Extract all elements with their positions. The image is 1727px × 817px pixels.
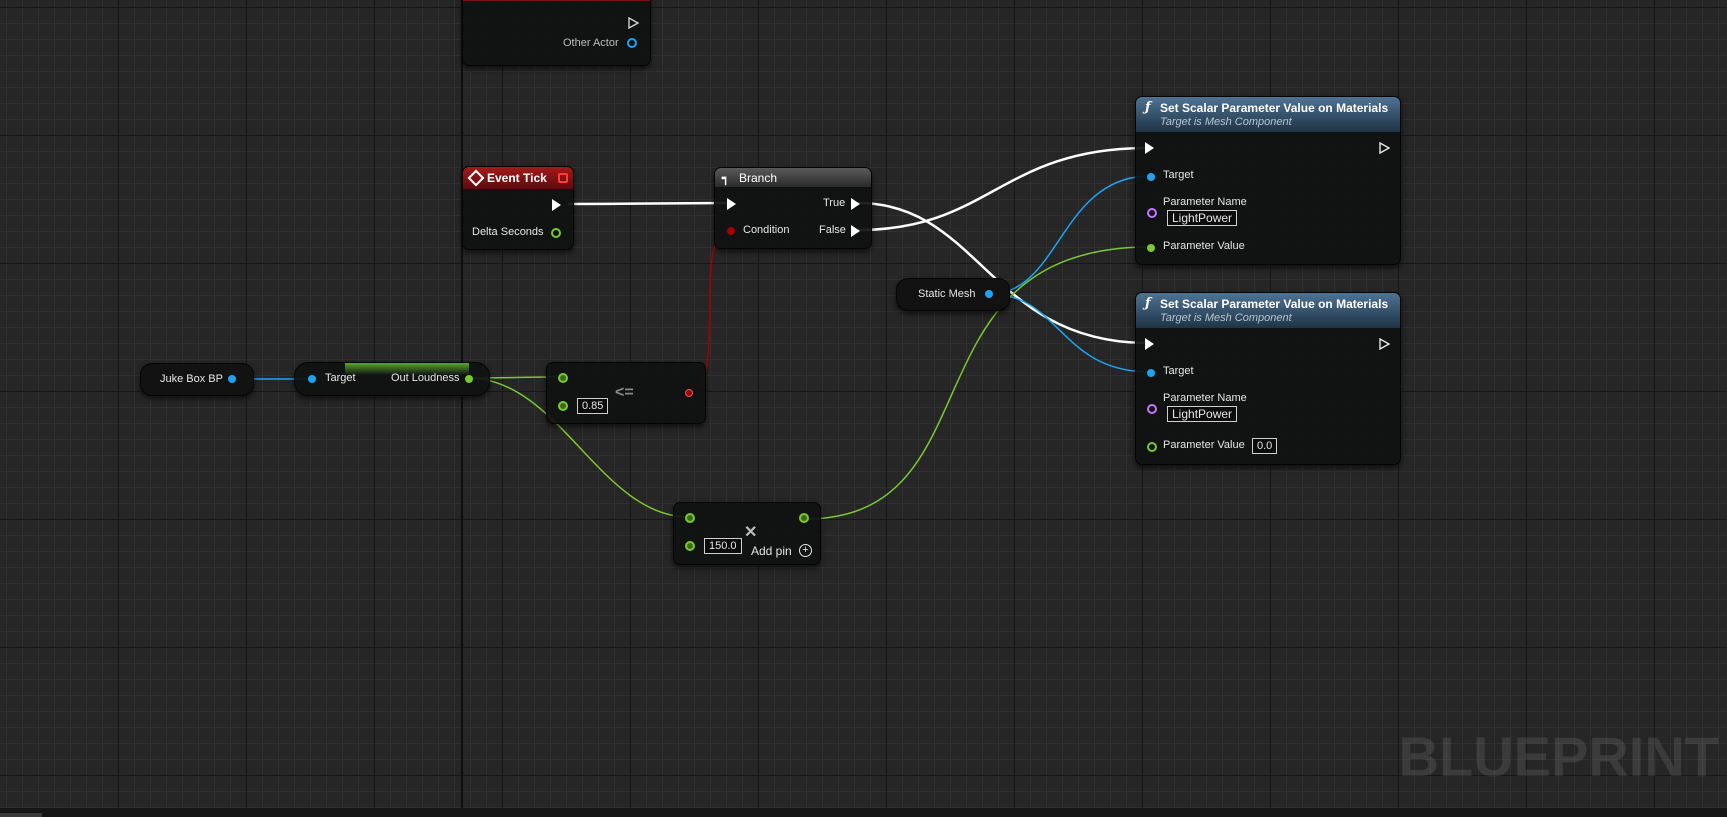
pin-target[interactable] bbox=[308, 375, 316, 383]
pin-compare-out[interactable] bbox=[685, 389, 693, 397]
pin-label-other-actor: Other Actor bbox=[563, 37, 619, 49]
static-mesh-label: Static Mesh bbox=[918, 288, 976, 300]
pin-label-parameter-name: Parameter Name bbox=[1163, 392, 1247, 404]
multiply-node[interactable]: 150.0 ✕ Add pin + bbox=[673, 502, 821, 565]
pin-label-condition: Condition bbox=[743, 224, 790, 236]
pin-label-delta-seconds: Delta Seconds bbox=[472, 226, 544, 238]
pin-compare-b[interactable] bbox=[558, 401, 568, 411]
out-loudness-node[interactable]: Target Out Loudness bbox=[294, 362, 490, 396]
exec-out-icon[interactable] bbox=[628, 17, 639, 29]
event-delegate-icon[interactable] bbox=[558, 173, 568, 183]
partial-overlap-node[interactable]: Other Actor bbox=[462, 0, 651, 66]
exec-wire-tick-branch bbox=[567, 201, 729, 206]
set-scalar-1-subtitle: Target is Mesh Component bbox=[1160, 116, 1292, 128]
branch-header: ┑ Branch bbox=[715, 168, 871, 187]
pin-label-target: Target bbox=[1163, 169, 1194, 181]
static-mesh-getter[interactable]: Static Mesh bbox=[896, 278, 1010, 311]
parameter-value-input[interactable]: 0.0 bbox=[1252, 438, 1278, 454]
pin-target[interactable] bbox=[1147, 369, 1155, 377]
pin-target[interactable] bbox=[1147, 173, 1155, 181]
exec-out-icon[interactable] bbox=[1379, 142, 1390, 154]
pin-multiply-a[interactable] bbox=[685, 513, 695, 523]
multiply-b-value[interactable]: 150.0 bbox=[704, 538, 742, 554]
pin-parameter-value[interactable] bbox=[1147, 244, 1155, 252]
pin-static-mesh-out[interactable] bbox=[985, 290, 993, 298]
pin-juke-box-out[interactable] bbox=[228, 375, 236, 383]
pin-label-parameter-value: Parameter Value bbox=[1163, 439, 1245, 451]
add-pin-label[interactable]: Add pin bbox=[751, 544, 792, 558]
pin-compare-a[interactable] bbox=[558, 373, 568, 383]
graph-scrollbar-thumb[interactable] bbox=[0, 813, 42, 817]
branch-title: Branch bbox=[739, 171, 778, 185]
exec-out-pin[interactable] bbox=[552, 199, 561, 211]
pin-condition[interactable] bbox=[727, 227, 735, 235]
float-wire-multiply-paramvalue bbox=[804, 246, 1151, 520]
set-scalar-2-header: ƒ Set Scalar Parameter Value on Material… bbox=[1136, 293, 1400, 328]
object-wire-mesh-target2 bbox=[989, 293, 1151, 373]
event-tick-title: Event Tick bbox=[487, 171, 547, 185]
multiply-icon: ✕ bbox=[744, 524, 758, 541]
pin-multiply-b[interactable] bbox=[685, 541, 695, 551]
pin-parameter-name[interactable] bbox=[1147, 208, 1157, 218]
pin-parameter-name[interactable] bbox=[1147, 404, 1157, 414]
plus-circle-icon[interactable]: + bbox=[799, 544, 812, 557]
graph-scrollbar-track[interactable] bbox=[0, 808, 1727, 817]
compare-b-value[interactable]: 0.85 bbox=[577, 398, 609, 414]
set-scalar-node-2[interactable]: ƒ Set Scalar Parameter Value on Material… bbox=[1135, 292, 1401, 465]
pin-parameter-value[interactable] bbox=[1147, 442, 1157, 452]
set-scalar-1-title: Set Scalar Parameter Value on Materials bbox=[1160, 101, 1389, 115]
pin-label-false: False bbox=[819, 224, 846, 236]
set-scalar-2-title: Set Scalar Parameter Value on Materials bbox=[1160, 297, 1389, 311]
pin-multiply-out[interactable] bbox=[799, 513, 809, 523]
pin-label-parameter-value: Parameter Value bbox=[1163, 240, 1245, 252]
exec-wire-false-set1 bbox=[857, 146, 1149, 232]
out-loudness-header-glow bbox=[345, 363, 469, 375]
parameter-name-input[interactable]: LightPower bbox=[1167, 406, 1238, 422]
exec-in-pin[interactable] bbox=[727, 198, 736, 210]
pin-delta-seconds[interactable] bbox=[551, 228, 561, 238]
compare-node[interactable]: 0.85 <= bbox=[546, 362, 706, 424]
float-wire-loudness-multiply bbox=[467, 377, 690, 518]
compare-operator: <= bbox=[615, 384, 634, 401]
parameter-name-input[interactable]: LightPower bbox=[1167, 210, 1238, 226]
pin-out-loudness[interactable] bbox=[465, 375, 473, 383]
set-scalar-2-subtitle: Target is Mesh Component bbox=[1160, 312, 1292, 324]
event-diamond-icon bbox=[467, 169, 485, 187]
branch-node[interactable]: ┑ Branch True Condition False bbox=[714, 167, 872, 249]
pin-label-out-loudness: Out Loudness bbox=[391, 372, 460, 384]
pin-label-target: Target bbox=[1163, 365, 1194, 377]
event-tick-node[interactable]: Event Tick Delta Seconds bbox=[462, 166, 574, 250]
pin-label-target: Target bbox=[325, 372, 356, 384]
object-wire-mesh-target1 bbox=[989, 175, 1151, 295]
juke-box-label: Juke Box BP bbox=[160, 373, 223, 385]
set-scalar-1-header: ƒ Set Scalar Parameter Value on Material… bbox=[1136, 97, 1400, 132]
branch-icon: ┑ bbox=[722, 171, 730, 185]
event-tick-header: Event Tick bbox=[463, 167, 573, 189]
graph-origin-axis bbox=[461, 0, 463, 817]
exec-true-pin[interactable] bbox=[851, 198, 860, 210]
blueprint-watermark: BLUEPRINT bbox=[1398, 725, 1719, 788]
pin-label-true: True bbox=[823, 197, 846, 209]
exec-wire-true-set2 bbox=[857, 201, 1149, 345]
pin-label-parameter-name: Parameter Name bbox=[1163, 196, 1247, 208]
partial-node-header-strip bbox=[463, 0, 650, 1]
exec-out-icon[interactable] bbox=[1379, 338, 1390, 350]
function-icon: ƒ bbox=[1145, 100, 1151, 115]
exec-in-pin[interactable] bbox=[1145, 338, 1154, 350]
pin-other-actor[interactable] bbox=[627, 38, 637, 48]
set-scalar-node-1[interactable]: ƒ Set Scalar Parameter Value on Material… bbox=[1135, 96, 1401, 265]
juke-box-getter[interactable]: Juke Box BP bbox=[140, 363, 254, 396]
exec-false-pin[interactable] bbox=[851, 225, 860, 237]
exec-in-pin[interactable] bbox=[1145, 142, 1154, 154]
function-icon: ƒ bbox=[1145, 296, 1151, 311]
